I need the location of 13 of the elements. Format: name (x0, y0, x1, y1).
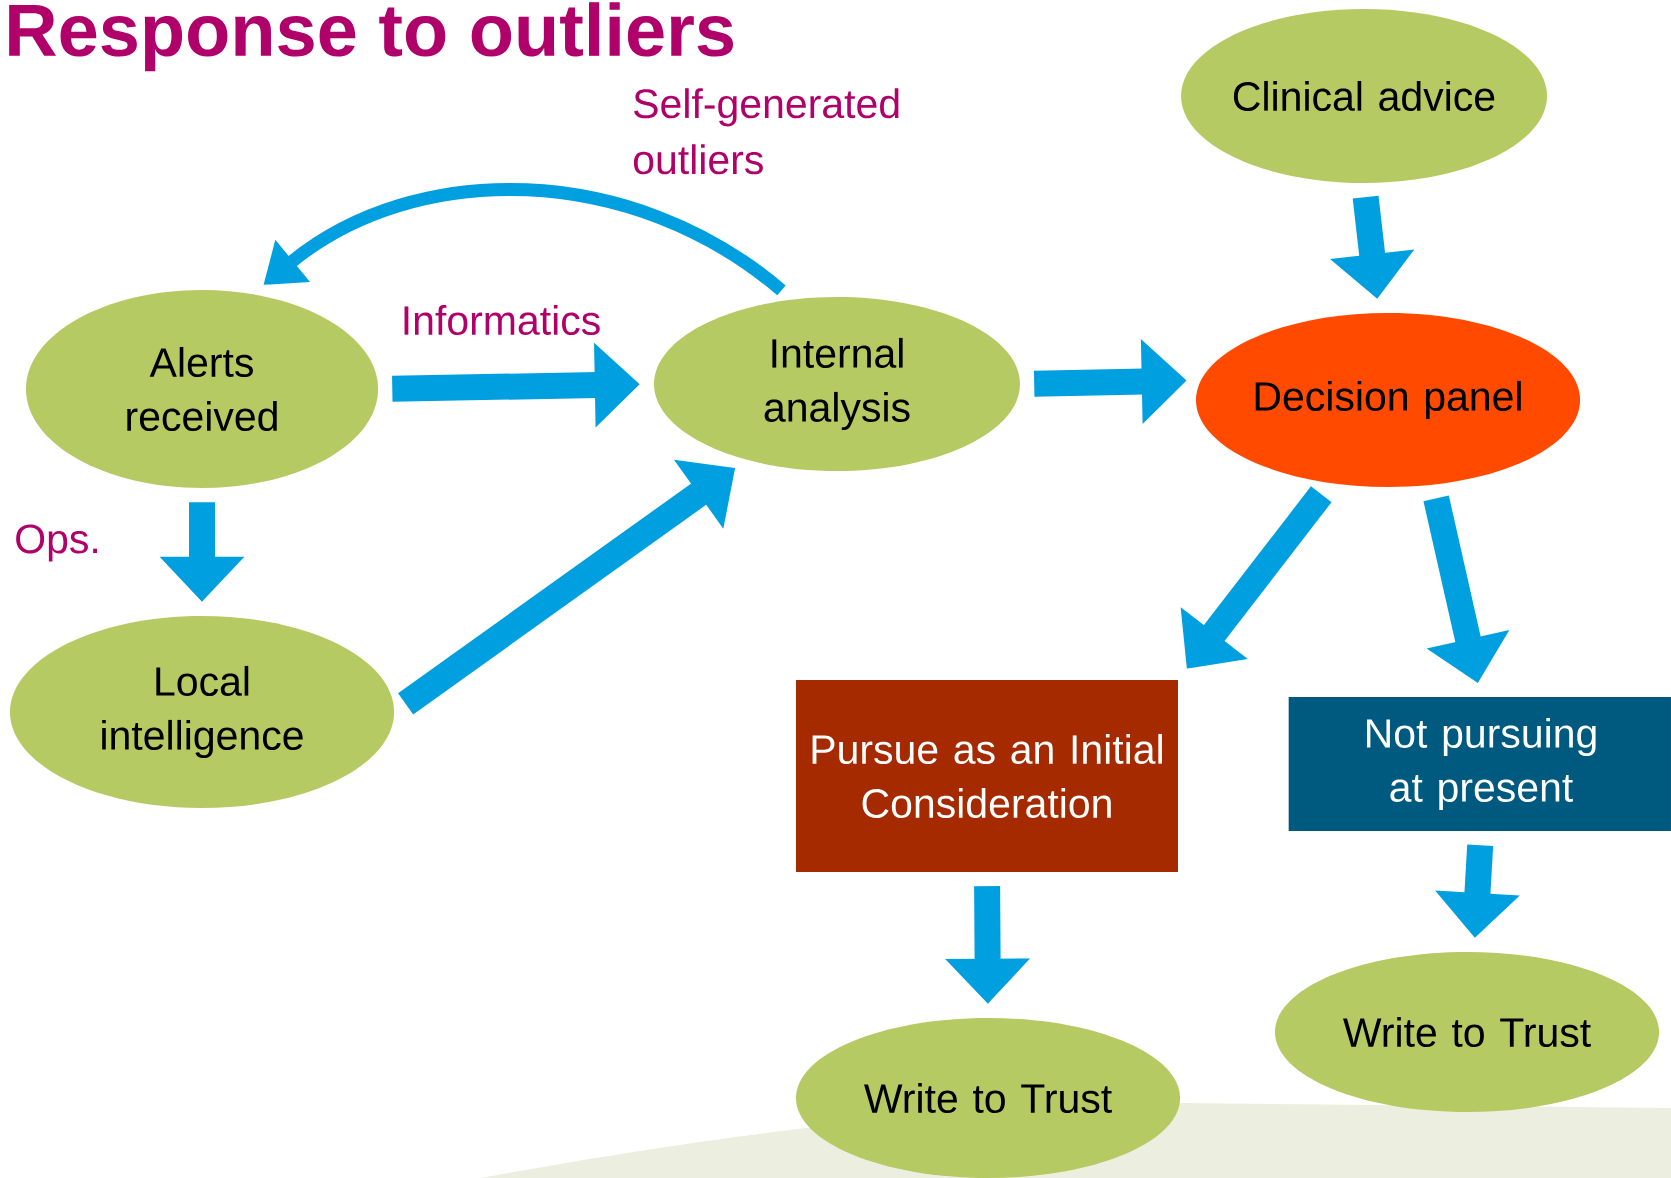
ellipse-node: Decision panel (1195, 313, 1581, 487)
edge-label: Ops. (16, 524, 98, 562)
process-box: Pursue as an Initial Consideration (796, 680, 1178, 872)
ellipse-node: Internal analysis (654, 297, 1020, 471)
ellipse-node: Local intelligence (9, 616, 395, 808)
ellipse-node: Write to Trust (1274, 952, 1660, 1112)
edge-label: Self-generated outliers (633, 88, 899, 175)
ellipse-node: Write to Trust (795, 1018, 1181, 1178)
process-box: Not pursuing at present (1288, 697, 1671, 831)
ellipse-node: Alerts received (25, 290, 379, 488)
ellipse-node: Clinical advice (1181, 9, 1547, 183)
edge-label: Informatics (404, 304, 600, 336)
title: Response to outliers (9, 2, 734, 72)
